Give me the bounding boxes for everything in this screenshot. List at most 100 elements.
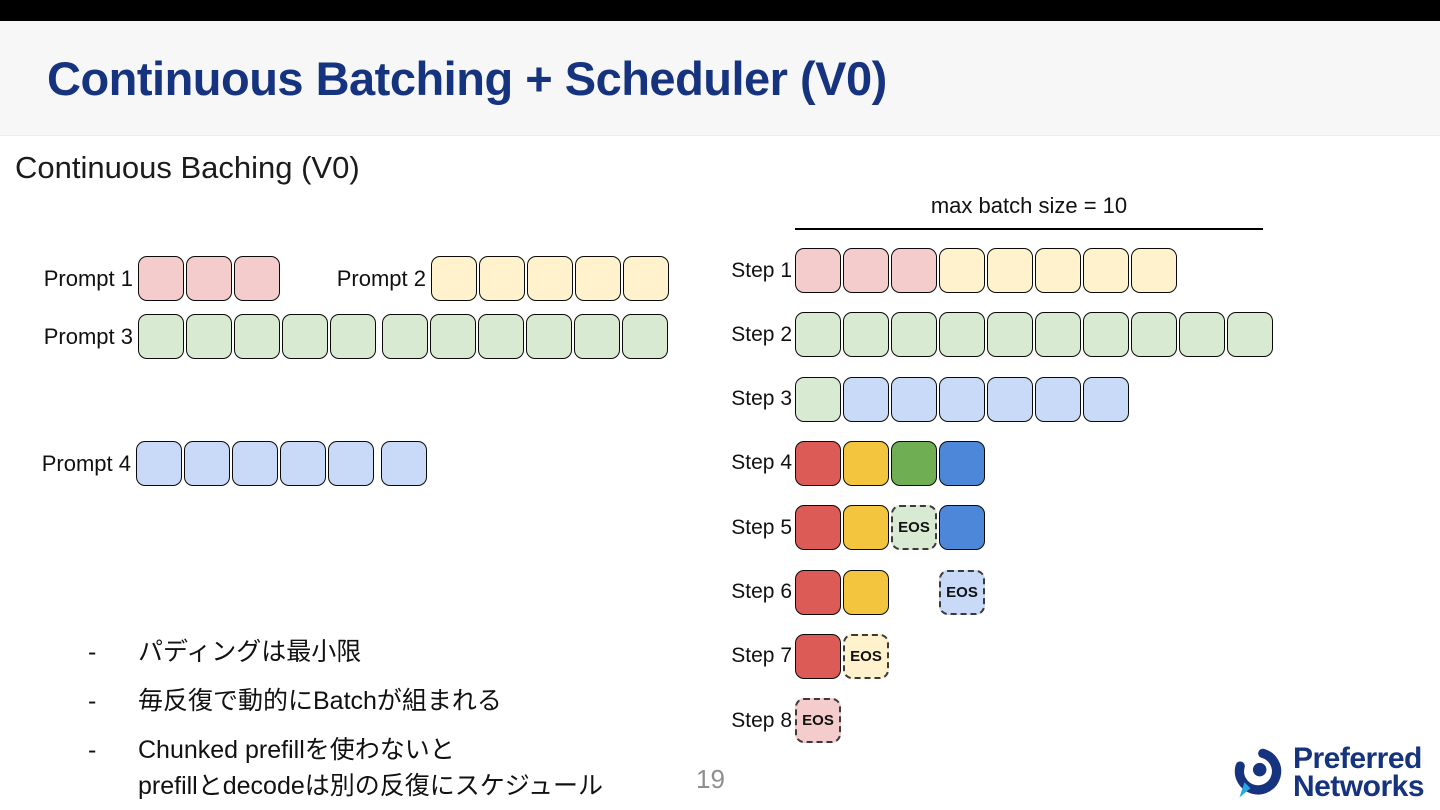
green-token: [478, 314, 524, 359]
yellow-token: [623, 256, 669, 301]
empty-token-slot: [891, 570, 937, 615]
step-label: Step 2: [731, 322, 792, 346]
step-label: Step 6: [731, 580, 792, 603]
step-row: Step 6 EOS: [720, 569, 987, 616]
blue-token: [381, 441, 427, 486]
pfn-logo: Preferred Networks: [1231, 741, 1425, 803]
pink-token: [138, 256, 184, 301]
pfn-logo-text: Preferred Networks: [1292, 741, 1425, 803]
blue-token: [136, 441, 182, 486]
green-token: [526, 314, 572, 359]
prompt-row: Prompt 1 Prompt 2: [38, 255, 671, 302]
green-token: [1083, 312, 1129, 358]
solid_red-token: [795, 440, 841, 486]
bullet-marker: -: [88, 638, 97, 666]
prompt-row: Prompt 3: [38, 313, 670, 360]
section-subtitle: Continuous Baching (V0): [15, 150, 360, 185]
yellow-token: [1035, 248, 1081, 293]
eos-token: EOS: [843, 633, 889, 679]
green-token: [1179, 312, 1225, 358]
prompt-row: Prompt 4: [36, 440, 429, 487]
list-item: - 毎反復で動的にBatchが組まれる: [88, 683, 603, 719]
green-token: [987, 312, 1033, 358]
green-token: [795, 312, 841, 358]
pink-token: [843, 248, 889, 293]
yellow-token: [1083, 248, 1129, 293]
blue-token: [1035, 376, 1081, 422]
yellow-token: [527, 256, 573, 301]
solid_yellow-token: [843, 505, 889, 551]
solid_red-token: [795, 505, 841, 551]
yellow-token: [1131, 248, 1177, 293]
step-row: Step 5 EOS: [720, 504, 987, 551]
green-token: [574, 314, 620, 359]
blue-token: [1083, 376, 1129, 422]
eos-token: EOS: [939, 569, 985, 615]
green-token: [186, 314, 232, 359]
solid_blue-token: [939, 505, 985, 551]
blue-token: [232, 441, 278, 486]
yellow-token: [431, 256, 477, 301]
eos-token: EOS: [891, 505, 937, 551]
green-token: [282, 314, 328, 359]
solid_yellow-token: [843, 569, 889, 615]
page-number: 19: [696, 764, 725, 794]
bullet-marker: -: [88, 687, 97, 715]
pink-token: [186, 256, 232, 301]
blue-token: [939, 376, 985, 422]
prompt-label: Prompt 1: [43, 265, 133, 291]
blue-token: [184, 441, 230, 486]
blue-token: [280, 441, 326, 486]
green-token: [1227, 312, 1273, 358]
max-batch-line: [795, 228, 1263, 230]
yellow-token: [479, 256, 525, 301]
notes-list: - パディングは最小限 - 毎反復で動的にBatchが組まれる - Chunke…: [88, 634, 603, 810]
step-label: Step 1: [731, 258, 792, 282]
green-token: [330, 314, 376, 359]
step-row: Step 3: [720, 376, 1131, 423]
solid_red-token: [795, 569, 841, 615]
green-token: [430, 314, 476, 359]
logo-line1: Preferred: [1292, 741, 1422, 775]
step-label: Step 7: [731, 644, 792, 668]
slide-title: Continuous Batching + Scheduler (V0): [47, 51, 887, 105]
bullet-text: 毎反復で動的にBatchが組まれる: [138, 687, 502, 715]
blue-token: [843, 376, 889, 422]
blue-token: [987, 376, 1033, 422]
step-label: Step 4: [731, 451, 792, 475]
green-token: [843, 312, 889, 358]
pink-token: [795, 248, 841, 293]
prompt-label: Prompt 3: [43, 323, 133, 349]
green-token: [891, 312, 937, 358]
yellow-token: [987, 248, 1033, 293]
logo-line2: Networks: [1292, 770, 1425, 803]
step-row: Step 4: [720, 440, 987, 487]
solid_yellow-token: [843, 440, 889, 486]
step-label: Step 3: [731, 387, 792, 411]
step-row: Step 2: [720, 311, 1275, 358]
solid_blue-token: [939, 440, 985, 486]
max-batch-label: max batch size = 10: [930, 193, 1128, 218]
blue-token: [328, 441, 374, 486]
list-item: - パディングは最小限: [88, 634, 603, 670]
green-token: [795, 376, 841, 422]
green-token: [1131, 312, 1177, 358]
green-token: [138, 314, 184, 359]
bullet-text: Chunked prefillを使わないと prefillとdecodeは別の反…: [138, 736, 604, 800]
eos-token: EOS: [795, 698, 841, 744]
pfn-logo-icon: [1234, 748, 1282, 798]
prompt-label: Prompt 2: [336, 265, 426, 291]
step-row: Step 7 EOS: [720, 633, 891, 680]
top-black-bar: [0, 0, 1440, 21]
yellow-token: [575, 256, 621, 301]
blue-token: [891, 376, 937, 422]
step-label: Step 5: [731, 515, 792, 539]
prompt-label: Prompt 4: [41, 450, 131, 476]
green-token: [382, 314, 428, 359]
list-item: - Chunked prefillを使わないと prefillとdecodeは別…: [88, 732, 603, 804]
step-label: Step 8: [731, 708, 792, 732]
